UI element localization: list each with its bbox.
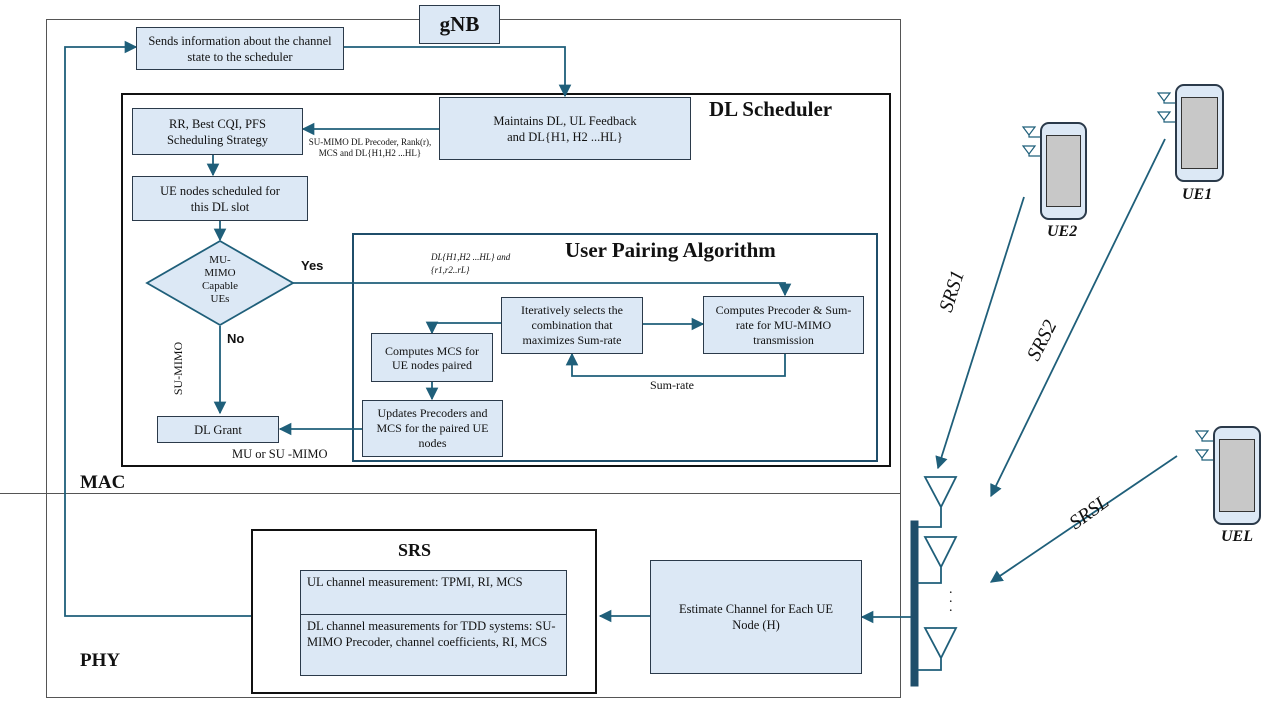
phy-label: PHY (80, 650, 121, 671)
mac-label: MAC (80, 472, 126, 493)
iteratively-selects-box: Iteratively selects the combination that… (501, 297, 643, 354)
arrow-srs-to-sends-info (64, 40, 251, 617)
srs-title: SRS (398, 540, 432, 560)
ue1-phone (1175, 84, 1224, 182)
mac-phy-divider (0, 493, 901, 494)
sends-info-box: Sends information about the channel stat… (136, 27, 344, 70)
ue2-label: UE2 (1047, 223, 1078, 240)
user-pairing-title: User Pairing Algorithm (565, 238, 776, 262)
ueL-antenna-icon (1194, 430, 1213, 461)
ue1-screen (1181, 97, 1218, 169)
gnb-label: gNB (439, 12, 480, 36)
no-label: No (227, 331, 245, 346)
rr-strategy-box: RR, Best CQI, PFS Scheduling Strategy (132, 108, 303, 155)
decision-label: MU-MIMO Capable UEs (201, 254, 239, 305)
arrow-srs2 (990, 138, 1166, 498)
decision-diamond (145, 239, 295, 327)
ue2-screen (1046, 135, 1081, 207)
ueL-label: UEL (1221, 528, 1253, 545)
arrow-srsL (989, 455, 1178, 583)
computes-precoder-box: Computes Precoder & Sum-rate for MU-MIMO… (703, 296, 864, 354)
antenna-2 (918, 536, 958, 584)
arrow-iterative-to-mcs (425, 321, 501, 335)
srs-ul-measurement: UL channel measurement: TPMI, RI, MCS (300, 570, 567, 614)
user-pairing-frame (352, 233, 878, 462)
sum-rate-label: Sum-rate (650, 378, 694, 392)
ue2-antenna-icon (1021, 126, 1040, 157)
ueL-phone (1213, 426, 1261, 525)
su-mimo-vertical-label: SU-MIMO (171, 341, 186, 396)
antenna-array (910, 476, 958, 687)
estimate-channel-box: Estimate Channel for Each UE Node (H) (650, 560, 862, 674)
mu-or-su-label: MU or SU -MIMO (232, 447, 328, 461)
antenna-bar (910, 520, 919, 687)
dl-scheduler-frame (121, 93, 891, 467)
maintains-text: Maintains DL, UL Feedback and DL{H1, H2 … (493, 113, 637, 144)
antenna-1 (918, 476, 958, 528)
ueL-screen (1219, 439, 1255, 512)
srs-dl-measurement: DL channel measurements for TDD systems:… (300, 614, 567, 676)
yes-label: Yes (301, 258, 324, 273)
ue1-label: UE1 (1182, 186, 1213, 203)
srs-frame (251, 529, 597, 694)
ue1-antenna-icon (1156, 92, 1176, 123)
antenna-dots: . . . (949, 582, 953, 615)
dl-scheduler-title: DL Scheduler (709, 97, 833, 121)
maintains-feedback-box: Maintains DL, UL Feedback and DL{H1, H2 … (439, 97, 691, 160)
arrow-sum-rate-loop (565, 352, 786, 377)
su-mimo-feedback-label: SU-MIMO DL Precoder, Rank(r), MCS and DL… (308, 137, 432, 158)
arrow-sends-info-to-maintains (344, 46, 572, 98)
ue2-phone (1040, 122, 1087, 220)
updates-precoders-box: Updates Precoders and MCS for the paired… (362, 400, 503, 457)
ue-nodes-scheduled-box: UE nodes scheduled for this DL slot (132, 176, 308, 221)
arrow-decision-to-precoder (293, 282, 792, 297)
computes-mcs-box: Computes MCS for UE nodes paired (371, 333, 493, 382)
dl-h-and-r-label: DL{H1,H2 ...HL} and {r1,r2..rL} (431, 252, 511, 275)
antenna-3 (918, 627, 958, 671)
dl-grant-box: DL Grant (157, 416, 279, 443)
arrow-srs1 (935, 196, 1025, 470)
gnb-label-box: gNB (419, 5, 500, 44)
